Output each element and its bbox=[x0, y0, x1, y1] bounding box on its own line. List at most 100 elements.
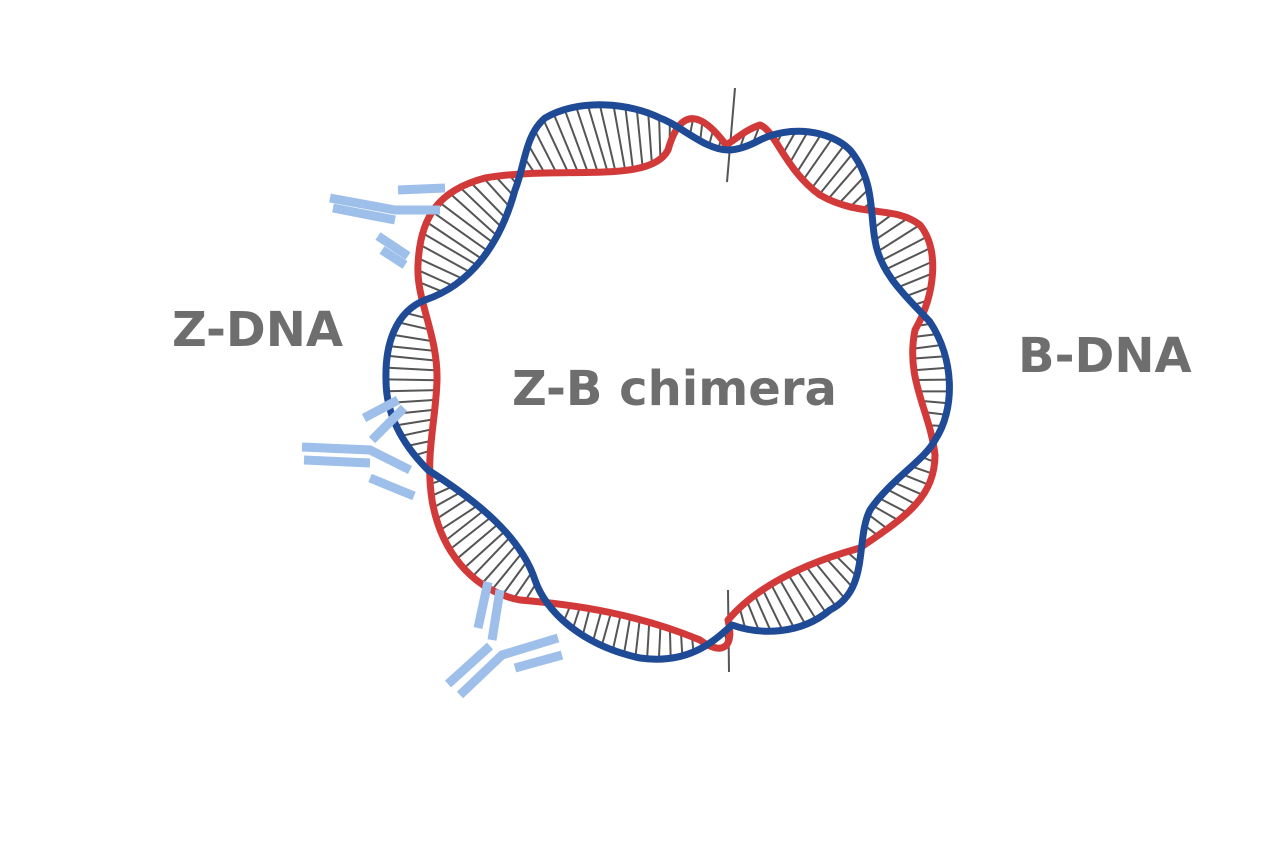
base-pair-rung bbox=[904, 286, 932, 298]
base-pair-rung bbox=[388, 345, 436, 352]
base-pair-rung bbox=[552, 112, 580, 174]
base-pair-rung bbox=[805, 565, 837, 608]
base-pair-rung bbox=[469, 181, 507, 220]
base-pair-rung bbox=[867, 513, 889, 530]
base-pair-rung bbox=[592, 609, 603, 643]
base-pair-rung bbox=[612, 104, 627, 172]
base-pair-rung bbox=[658, 116, 662, 160]
base-pair-rung bbox=[911, 355, 947, 360]
base-pair-rung bbox=[825, 557, 854, 589]
base-pair-rung bbox=[439, 504, 479, 532]
base-pair-rung bbox=[893, 481, 924, 497]
base-pair-rung bbox=[886, 488, 917, 506]
base-pair-rung bbox=[385, 366, 438, 372]
base-pair-rung bbox=[623, 616, 632, 655]
base-pair-rung bbox=[646, 621, 651, 660]
base-pair-rung bbox=[494, 175, 515, 197]
base-pair-rung bbox=[397, 321, 432, 331]
base-pair-rung bbox=[837, 174, 866, 205]
base-pair-rung bbox=[634, 618, 641, 658]
base-pair-rung bbox=[571, 606, 581, 630]
base-pair-rung bbox=[818, 152, 854, 196]
base-pair-rung bbox=[406, 439, 433, 447]
base-pair-rung bbox=[668, 627, 672, 660]
antibody-group bbox=[301, 183, 564, 699]
base-pair-rung bbox=[563, 108, 589, 174]
base-pair-rung bbox=[753, 594, 772, 633]
base-pair-rung bbox=[600, 611, 612, 647]
base-pair-rung bbox=[527, 143, 546, 174]
base-pair-rung bbox=[796, 569, 828, 614]
base-pair-rung bbox=[438, 201, 495, 244]
b-dna-label: B-DNA bbox=[1018, 328, 1192, 384]
base-pair-rung bbox=[912, 366, 949, 372]
base-pair-rung bbox=[782, 130, 797, 155]
base-pair-rung bbox=[802, 137, 834, 182]
base-pair-rung bbox=[657, 624, 662, 661]
base-pair-rung bbox=[416, 269, 455, 287]
base-pair-rung bbox=[897, 272, 934, 289]
base-pair-rung bbox=[920, 399, 950, 405]
base-pair-rung bbox=[417, 257, 464, 280]
base-pair-rung bbox=[872, 504, 900, 522]
base-pair-rung bbox=[884, 246, 932, 271]
antibody-icon bbox=[301, 396, 416, 501]
base-pair-rung bbox=[391, 333, 434, 343]
base-pair-rung bbox=[880, 235, 928, 262]
base-pair-rung bbox=[581, 607, 591, 637]
base-pair-rung bbox=[827, 162, 861, 201]
base-pair-rung bbox=[482, 177, 511, 208]
base-pair-rung bbox=[444, 509, 485, 542]
base-pair-rung bbox=[761, 588, 784, 632]
z-dna-label: Z-DNA bbox=[172, 302, 343, 358]
base-pair-rung bbox=[419, 243, 472, 274]
base-pair-rung bbox=[891, 260, 934, 281]
base-pair-rung bbox=[624, 106, 634, 171]
base-pair-rung bbox=[849, 188, 870, 208]
base-pair-rung bbox=[814, 561, 846, 600]
base-pair-rung bbox=[876, 223, 921, 253]
base-pair-rung bbox=[501, 560, 528, 596]
base-pair-rung bbox=[787, 573, 818, 621]
base-pair-rung bbox=[878, 497, 909, 514]
base-pair-rung bbox=[455, 523, 500, 561]
base-pair-rung bbox=[778, 578, 807, 626]
junction-marker-top bbox=[726, 87, 736, 183]
base-pair-rung bbox=[586, 104, 609, 173]
base-pair-rung bbox=[680, 631, 684, 657]
base-pair-rung bbox=[901, 473, 930, 486]
base-pair-rung bbox=[448, 192, 499, 237]
base-pair-rung bbox=[490, 552, 523, 591]
base-pair-rung bbox=[788, 130, 809, 165]
antibody-icon bbox=[329, 183, 446, 269]
base-pair-rung bbox=[385, 389, 438, 393]
base-pair-rung bbox=[421, 232, 478, 267]
base-pair-rung bbox=[795, 133, 823, 174]
base-pair-rung bbox=[385, 378, 438, 382]
chimera-label: Z-B chimera bbox=[512, 361, 837, 417]
base-pair-rung bbox=[810, 144, 846, 190]
base-pair-rung bbox=[874, 217, 910, 241]
base-pair-rung bbox=[911, 344, 943, 350]
base-pair-rung bbox=[770, 583, 796, 630]
base-pair-rung bbox=[635, 108, 644, 169]
base-pair-rung bbox=[432, 491, 462, 509]
base-pair-rung bbox=[462, 530, 506, 570]
base-pair-rung bbox=[431, 210, 489, 253]
base-pair-rung bbox=[400, 428, 434, 437]
base-pair-rung bbox=[394, 418, 435, 427]
base-pair-rung bbox=[834, 554, 858, 578]
base-pair-rung bbox=[471, 536, 512, 578]
base-pair-rung bbox=[448, 516, 493, 551]
base-pair-rung bbox=[598, 103, 617, 173]
red-strand bbox=[414, 115, 939, 652]
base-pair-rung bbox=[459, 186, 503, 229]
base-pair-rung bbox=[512, 571, 533, 600]
base-pair-rung bbox=[542, 118, 570, 174]
base-pair-rung bbox=[647, 112, 653, 165]
base-pair-rung bbox=[425, 221, 483, 260]
base-pair-rung bbox=[533, 129, 558, 174]
blue-strand bbox=[382, 101, 953, 663]
base-pair-rung bbox=[386, 354, 438, 362]
